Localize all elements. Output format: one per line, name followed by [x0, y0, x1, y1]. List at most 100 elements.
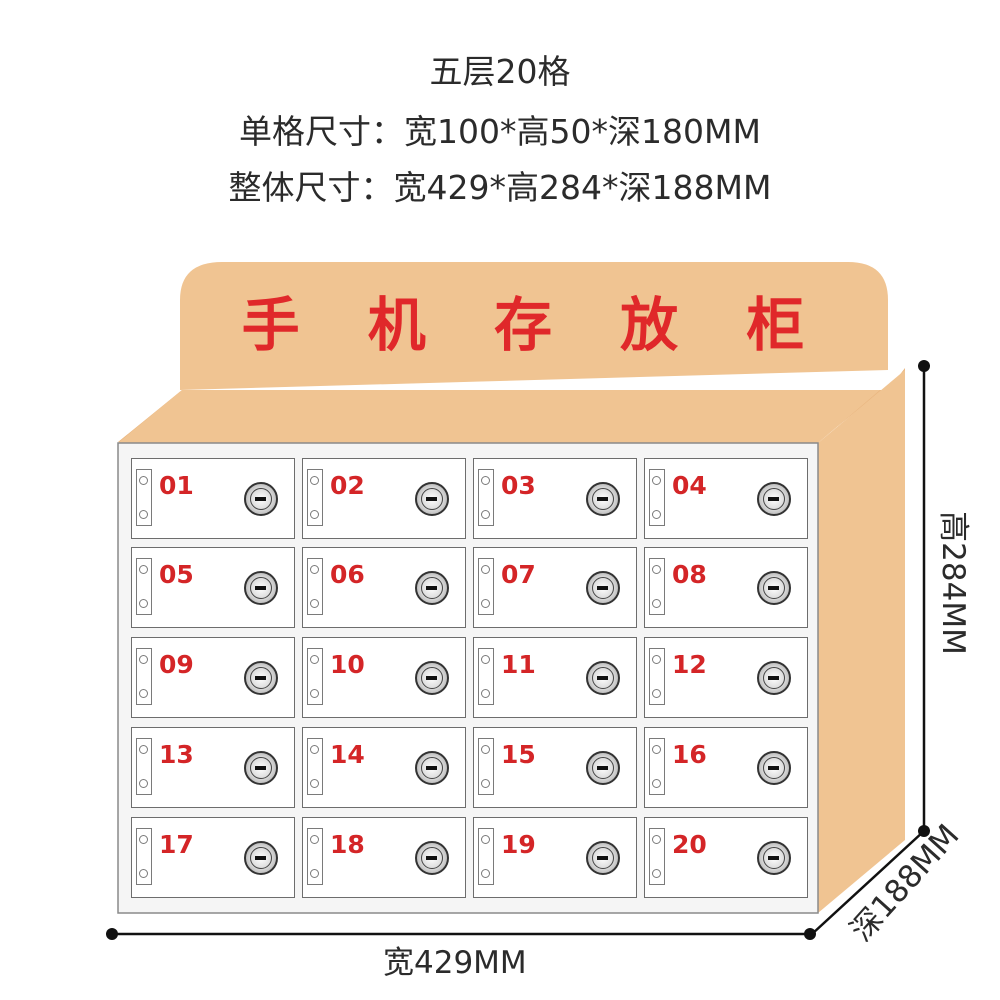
- compartment-door[interactable]: 01: [131, 458, 295, 539]
- compartment-door[interactable]: 10: [302, 637, 466, 718]
- compartment-number: 19: [501, 830, 536, 859]
- hinge-icon: [136, 558, 152, 615]
- key-slot: [255, 676, 266, 680]
- keyhole-lock-icon[interactable]: [757, 841, 791, 875]
- compartment-door[interactable]: 13: [131, 727, 295, 808]
- height-dimension-start-dot: [918, 360, 930, 372]
- width-dimension-label: 宽429MM: [383, 945, 527, 981]
- keyhole-lock-icon[interactable]: [244, 661, 278, 695]
- compartment-door[interactable]: 14: [302, 727, 466, 808]
- hinge-hole: [139, 779, 148, 788]
- compartment-door[interactable]: 06: [302, 547, 466, 628]
- key-slot: [597, 586, 608, 590]
- keyhole-lock-icon[interactable]: [586, 482, 620, 516]
- compartment-number: 09: [159, 650, 194, 679]
- hinge-icon: [649, 828, 665, 885]
- key-slot: [597, 856, 608, 860]
- compartment-number: 02: [330, 471, 365, 500]
- hinge-icon: [307, 648, 323, 705]
- keyhole-lock-icon[interactable]: [415, 841, 449, 875]
- compartment-door[interactable]: 07: [473, 547, 637, 628]
- keyhole-lock-icon[interactable]: [415, 482, 449, 516]
- key-slot: [426, 766, 437, 770]
- hinge-hole: [481, 655, 490, 664]
- compartment-door[interactable]: 12: [644, 637, 808, 718]
- compartment-door[interactable]: 20: [644, 817, 808, 898]
- keyhole-lock-icon[interactable]: [244, 571, 278, 605]
- keyhole-lock-icon[interactable]: [757, 571, 791, 605]
- compartment-door[interactable]: 17: [131, 817, 295, 898]
- keyhole-lock-icon[interactable]: [757, 751, 791, 785]
- hinge-hole: [481, 779, 490, 788]
- compartment-number: 08: [672, 560, 707, 589]
- hinge-hole: [139, 835, 148, 844]
- width-dimension-start-dot: [106, 928, 118, 940]
- key-slot: [768, 497, 779, 501]
- hinge-icon: [136, 648, 152, 705]
- key-slot: [426, 856, 437, 860]
- hinge-icon: [307, 738, 323, 795]
- compartment-number: 10: [330, 650, 365, 679]
- cabinet-header-title: 手 机 存 放 柜: [241, 291, 829, 359]
- compartment-number: 20: [672, 830, 707, 859]
- keyhole-lock-icon[interactable]: [244, 841, 278, 875]
- key-slot: [768, 676, 779, 680]
- compartment-door[interactable]: 02: [302, 458, 466, 539]
- key-slot: [255, 586, 266, 590]
- keyhole-lock-icon[interactable]: [586, 661, 620, 695]
- key-slot: [597, 497, 608, 501]
- compartment-number: 01: [159, 471, 194, 500]
- keyhole-lock-icon[interactable]: [586, 751, 620, 785]
- compartment-door[interactable]: 11: [473, 637, 637, 718]
- lock-ring: [421, 488, 443, 510]
- keyhole-lock-icon[interactable]: [757, 661, 791, 695]
- lock-ring: [763, 488, 785, 510]
- hinge-icon: [649, 469, 665, 526]
- hinge-icon: [478, 469, 494, 526]
- width-dimension-end-dot: [804, 928, 816, 940]
- keyhole-lock-icon[interactable]: [415, 751, 449, 785]
- key-slot: [597, 676, 608, 680]
- keyhole-lock-icon[interactable]: [415, 571, 449, 605]
- height-dimension-label: 高284MM: [935, 511, 971, 655]
- lock-ring: [763, 667, 785, 689]
- lock-ring: [592, 847, 614, 869]
- compartment-door[interactable]: 05: [131, 547, 295, 628]
- hinge-hole: [310, 869, 319, 878]
- compartment-door[interactable]: 18: [302, 817, 466, 898]
- hinge-hole: [481, 599, 490, 608]
- compartment-door[interactable]: 15: [473, 727, 637, 808]
- keyhole-lock-icon[interactable]: [586, 571, 620, 605]
- hinge-hole: [652, 599, 661, 608]
- keyhole-lock-icon[interactable]: [244, 482, 278, 516]
- compartment-number: 04: [672, 471, 707, 500]
- hinge-hole: [652, 565, 661, 574]
- hinge-icon: [478, 558, 494, 615]
- hinge-hole: [139, 565, 148, 574]
- hinge-hole: [481, 476, 490, 485]
- key-slot: [426, 497, 437, 501]
- keyhole-lock-icon[interactable]: [244, 751, 278, 785]
- keyhole-lock-icon[interactable]: [586, 841, 620, 875]
- compartment-number: 18: [330, 830, 365, 859]
- compartment-door[interactable]: 08: [644, 547, 808, 628]
- lock-ring: [250, 757, 272, 779]
- keyhole-lock-icon[interactable]: [415, 661, 449, 695]
- hinge-hole: [652, 835, 661, 844]
- compartment-door[interactable]: 09: [131, 637, 295, 718]
- hinge-icon: [478, 648, 494, 705]
- hinge-hole: [310, 476, 319, 485]
- hinge-hole: [652, 655, 661, 664]
- compartment-door[interactable]: 19: [473, 817, 637, 898]
- compartment-door[interactable]: 04: [644, 458, 808, 539]
- lock-ring: [592, 488, 614, 510]
- lock-ring: [763, 577, 785, 599]
- lock-ring: [421, 577, 443, 599]
- compartment-door[interactable]: 03: [473, 458, 637, 539]
- compartment-door[interactable]: 16: [644, 727, 808, 808]
- lock-ring: [250, 667, 272, 689]
- keyhole-lock-icon[interactable]: [757, 482, 791, 516]
- key-slot: [426, 586, 437, 590]
- hinge-icon: [649, 558, 665, 615]
- hinge-hole: [310, 779, 319, 788]
